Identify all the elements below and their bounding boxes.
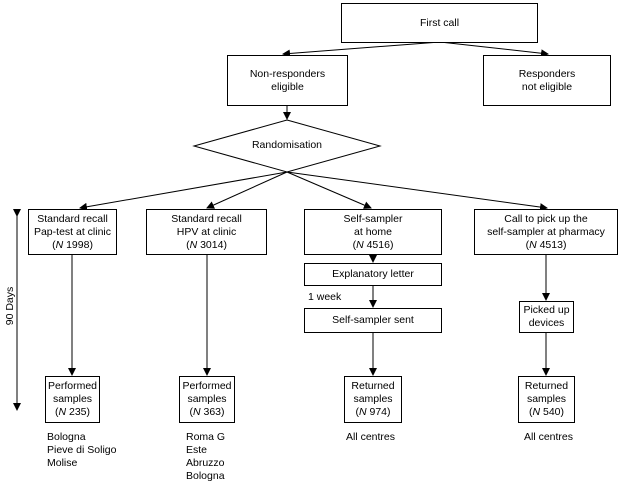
centre-item: Roma G xyxy=(186,431,226,443)
arrow-rand-to-hpv xyxy=(206,171,288,209)
outcome-home-line-2: samples xyxy=(353,393,393,405)
centres-pharmacy-label: All centres xyxy=(524,431,574,443)
centre-item: Bologna xyxy=(186,470,225,482)
outcome-hpv-line-2: samples xyxy=(187,393,227,405)
responders-box: Responders not eligible xyxy=(483,55,611,106)
outcome-pharmacy-box: Returned samples (N 540) xyxy=(518,376,575,423)
outcome-pap-n: (N 235) xyxy=(54,406,91,418)
arm-pharmacy-n: (N 4513) xyxy=(525,238,567,251)
arm-pharmacy-box: Call to pick up the self-sampler at phar… xyxy=(474,209,618,255)
outcome-pap-box: Performed samples (N 235) xyxy=(45,376,100,423)
centres-home-label: All centres xyxy=(346,431,396,443)
centre-item: Abruzzo xyxy=(186,457,225,469)
arm-pap-n: (N 1998) xyxy=(52,238,93,251)
arm-hpv-line-2: HPV at clinic xyxy=(176,225,237,238)
self-sampler-sent-label: Self-sampler sent xyxy=(332,314,414,326)
outcome-hpv-n: (N 363) xyxy=(189,406,225,418)
picked-up-line-2: devices xyxy=(528,317,565,329)
arm-hpv-box: Standard recall HPV at clinic (N 3014) xyxy=(146,209,267,255)
explanatory-letter-label: Explanatory letter xyxy=(332,268,414,280)
responders-line-2: not eligible xyxy=(521,80,573,93)
first-call-box: First call xyxy=(341,3,538,43)
outcome-pharmacy-line-2: samples xyxy=(526,393,567,405)
outcome-pharmacy-line-1: Returned xyxy=(524,380,569,392)
centre-item: Este xyxy=(186,444,208,456)
arrow-rand-to-home xyxy=(286,171,372,209)
arrow-rand-to-pap xyxy=(79,171,288,211)
centre-item: Molise xyxy=(47,457,78,469)
centres-pap-list: Bologna Pieve di Soligo Molise xyxy=(47,431,116,470)
arm-pap-box: Standard recall Pap-test at clinic (N 19… xyxy=(28,209,117,255)
arrow-rand-to-pharmacy xyxy=(286,171,548,212)
non-responders-line-1: Non-responders xyxy=(249,67,326,80)
arm-home-line-2: at home xyxy=(354,225,392,238)
arm-pap-line-2: Pap-test at clinic xyxy=(33,225,112,238)
outcome-hpv-box: Performed samples (N 363) xyxy=(179,376,235,423)
outcome-hpv-line-1: Performed xyxy=(182,380,232,392)
responders-line-1: Responders xyxy=(518,67,576,80)
arm-home-line-1: Self-sampler xyxy=(343,212,403,225)
arrow-first-to-nonresponders xyxy=(282,41,441,58)
arm-self-home-box: Self-sampler at home (N 4516) xyxy=(304,209,442,255)
first-call-label: First call xyxy=(419,16,460,29)
picked-up-box: Picked up devices xyxy=(519,301,574,333)
arm-hpv-n: (N 3014) xyxy=(186,238,227,251)
arm-pharmacy-line-2: self-sampler at pharmacy xyxy=(487,225,605,238)
arrow-first-to-responders xyxy=(439,41,549,58)
randomisation-label: Randomisation xyxy=(251,139,323,151)
centre-item: Pieve di Soligo xyxy=(47,444,117,456)
non-responders-box: Non-responders eligible xyxy=(227,55,348,106)
centre-item: Bologna xyxy=(47,431,86,443)
explanatory-letter-box: Explanatory letter xyxy=(304,263,442,286)
outcome-home-box: Returned samples (N 974) xyxy=(344,376,402,423)
arm-hpv-line-1: Standard recall xyxy=(171,212,242,225)
outcome-pap-line-1: Performed xyxy=(47,380,98,392)
picked-up-line-1: Picked up xyxy=(523,304,570,316)
self-sampler-sent-box: Self-sampler sent xyxy=(304,308,442,333)
outcome-pap-line-2: samples xyxy=(52,393,93,405)
arm-pap-line-1: Standard recall xyxy=(37,212,108,225)
arm-home-n: (N 4516) xyxy=(352,238,394,251)
outcome-home-n: (N 974) xyxy=(355,406,391,418)
arm-pharmacy-line-1: Call to pick up the xyxy=(504,212,588,225)
outcome-pharmacy-n: (N 540) xyxy=(528,406,565,418)
non-responders-line-2: eligible xyxy=(271,80,304,93)
centres-hpv-list: Roma G Este Abruzzo Bologna xyxy=(186,431,225,483)
outcome-home-line-1: Returned xyxy=(351,380,395,392)
one-week-label: 1 week xyxy=(308,291,342,303)
randomisation-diamond xyxy=(192,119,382,173)
ninety-days-label: 90 Days xyxy=(4,286,16,326)
